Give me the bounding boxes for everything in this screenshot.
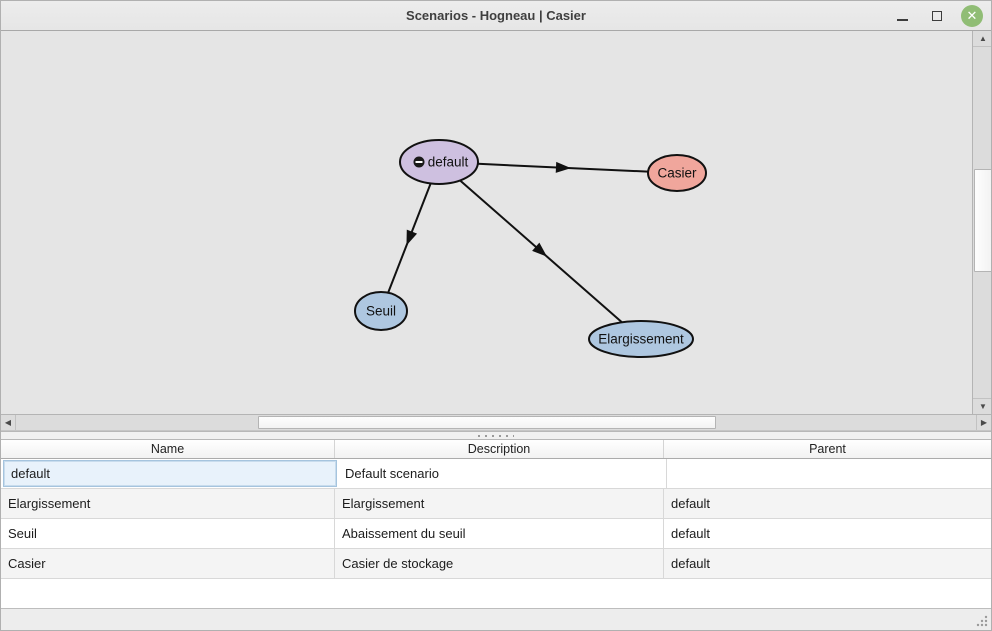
table-empty-area <box>1 579 991 608</box>
node-ellipse[interactable] <box>399 139 479 185</box>
arrow-right-icon: ▶ <box>980 418 988 427</box>
table-header: Name Description Parent <box>1 440 991 459</box>
column-header-description[interactable]: Description <box>335 440 664 458</box>
cell-name[interactable]: default <box>3 460 337 487</box>
node-label: Elargissement <box>598 332 684 347</box>
scroll-down-button[interactable]: ▼ <box>973 398 991 414</box>
minimize-icon <box>896 18 908 21</box>
node-ellipse[interactable] <box>588 320 694 358</box>
vertical-scrollbar-thumb[interactable] <box>974 169 991 272</box>
scroll-up-button[interactable]: ▲ <box>973 31 991 47</box>
close-icon: ✕ <box>966 8 978 23</box>
arrow-up-icon: ▲ <box>979 34 987 43</box>
graph-node-Elargissement[interactable]: Elargissement <box>588 320 694 358</box>
edge-arrow-icon <box>555 161 571 173</box>
graph-node-default[interactable]: default <box>399 139 479 185</box>
edge-arrow-icon <box>532 242 548 257</box>
node-label: Seuil <box>366 304 396 319</box>
collapse-minus-glyph <box>415 161 423 163</box>
resize-grip[interactable] <box>975 614 989 628</box>
splitter-grip-icon <box>478 434 514 437</box>
column-header-parent[interactable]: Parent <box>809 442 846 456</box>
cell-description[interactable]: Abaissement du seuil <box>335 519 664 548</box>
vertical-scrollbar-track[interactable] <box>973 47 991 398</box>
close-button[interactable]: ✕ <box>961 4 983 27</box>
horizontal-scrollbar-thumb[interactable] <box>258 416 716 429</box>
scroll-right-button[interactable]: ▶ <box>976 415 991 430</box>
cell-name[interactable]: Seuil <box>1 519 335 548</box>
scroll-left-button[interactable]: ◀ <box>1 415 16 430</box>
graph-node-Casier[interactable]: Casier <box>647 154 707 192</box>
horizontal-scrollbar[interactable]: ◀ ▶ <box>1 414 991 431</box>
cell-description[interactable]: Elargissement <box>335 489 664 518</box>
arrow-left-icon: ◀ <box>4 418 12 427</box>
cell-parent[interactable]: default <box>671 526 711 541</box>
cell-description[interactable]: Casier de stockage <box>335 549 664 578</box>
maximize-button[interactable] <box>926 5 948 27</box>
node-label: default <box>428 155 469 170</box>
arrow-down-icon: ▼ <box>979 402 987 411</box>
splitter-handle[interactable] <box>1 431 991 440</box>
cell-parent[interactable]: default <box>671 496 711 511</box>
cell-parent[interactable] <box>667 459 991 488</box>
graph-node-Seuil[interactable]: Seuil <box>354 291 408 331</box>
column-header-name[interactable]: Name <box>1 440 335 458</box>
node-label: Casier <box>657 166 697 181</box>
horizontal-scrollbar-track[interactable] <box>16 415 976 430</box>
cell-parent[interactable]: default <box>671 556 711 571</box>
cell-name[interactable]: Casier <box>1 549 335 578</box>
maximize-icon <box>932 10 942 21</box>
cell-description[interactable]: Default scenario <box>338 459 667 488</box>
window-title: Scenarios - Hogneau | Casier <box>406 8 586 23</box>
minimize-button[interactable] <box>891 5 913 27</box>
cell-name[interactable]: Elargissement <box>1 489 335 518</box>
vertical-scrollbar[interactable]: ▲ ▼ <box>972 31 991 414</box>
titlebar[interactable]: Scenarios - Hogneau | Casier ✕ <box>1 1 991 31</box>
edge-arrow-icon <box>406 229 418 246</box>
node-ellipse[interactable] <box>354 291 408 331</box>
status-bar <box>1 608 991 630</box>
node-ellipse[interactable] <box>647 154 707 192</box>
window-controls: ✕ <box>891 1 983 30</box>
